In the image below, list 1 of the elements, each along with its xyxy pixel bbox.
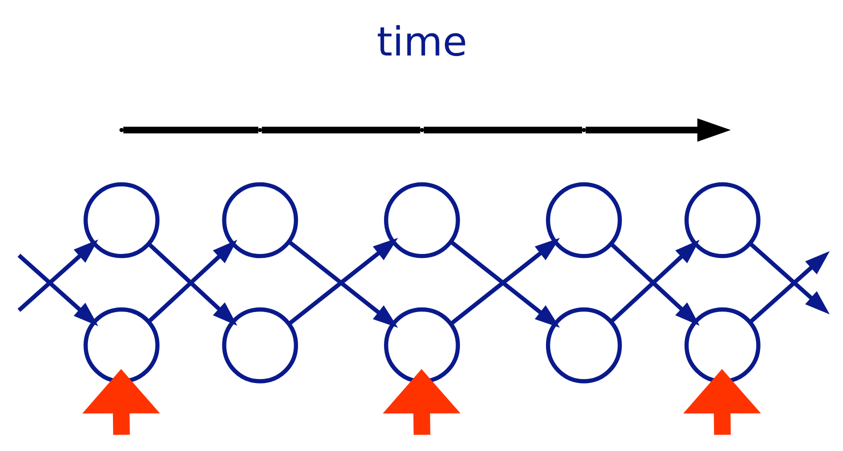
label: time [376, 19, 467, 66]
